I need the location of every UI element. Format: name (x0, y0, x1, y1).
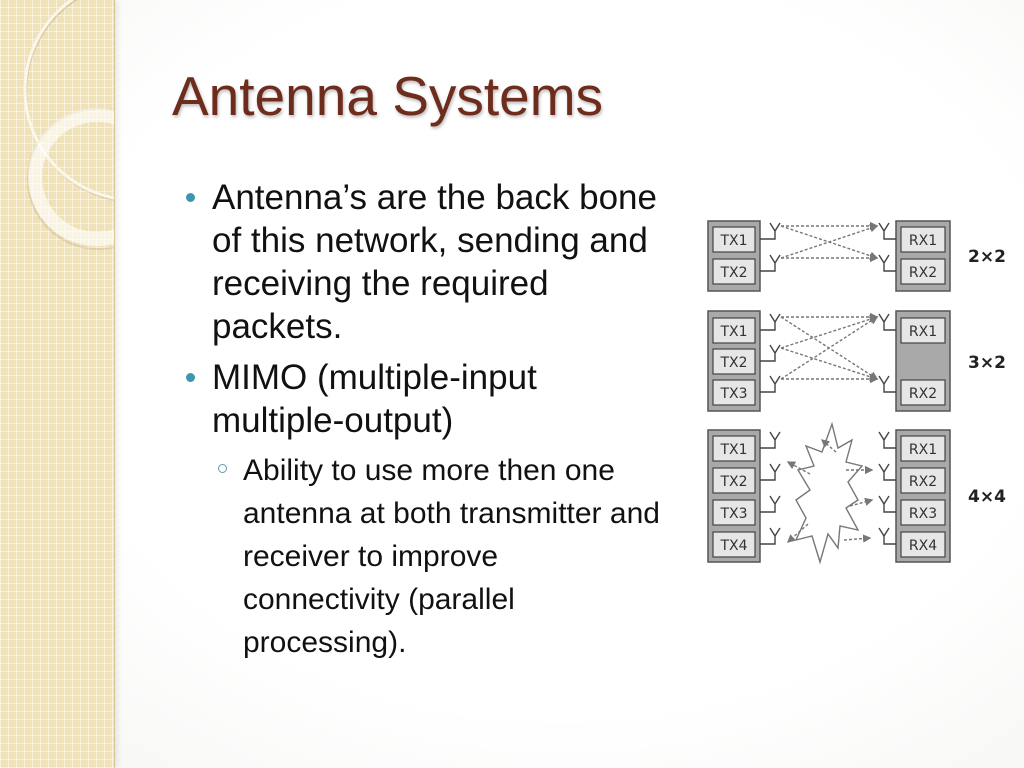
antenna-icon (760, 254, 781, 272)
rx-box (900, 379, 946, 406)
config-label: 4×4 (968, 487, 1006, 507)
antenna-icon (760, 313, 781, 331)
config-label: 2×2 (968, 247, 1006, 267)
bullet-item: Antenna’s are the back bone of this netw… (186, 176, 692, 348)
antenna-icon (878, 375, 896, 393)
signal-path-arrow (780, 224, 879, 259)
signal-path-arrow (780, 315, 879, 349)
sub-bullet-text-line: Ability to use more then one (243, 454, 615, 487)
decorative-ring (28, 108, 114, 246)
bullet-text-line: MIMO (multiple-input (212, 358, 537, 397)
multipath-scatter-burst (794, 421, 864, 565)
decorative-sidebar (0, 0, 115, 768)
signal-path-arrow (780, 316, 879, 380)
antenna-icon (760, 431, 781, 449)
tx-box (712, 317, 756, 344)
tx-box (712, 435, 756, 462)
slide-title: Antenna Systems (172, 65, 604, 127)
tx-label: TX1 (719, 233, 747, 249)
antenna-icon (760, 222, 781, 240)
tx-label: TX1 (719, 324, 747, 340)
tx-box (712, 379, 756, 406)
rx-label: RX1 (909, 442, 937, 458)
tx-box (712, 258, 756, 285)
antenna-icon (760, 463, 781, 481)
tx-label: TX2 (719, 265, 747, 281)
rx-label: RX1 (909, 324, 937, 340)
bullet-text-line: Antenna’s are the back bone (212, 178, 657, 217)
tx-label: TX2 (719, 355, 747, 371)
antenna-icon (878, 254, 896, 272)
rx-label: RX4 (909, 538, 937, 554)
sub-bullet-text-line: antenna at both transmitter and (243, 497, 660, 530)
tx-box (712, 348, 756, 375)
antenna-icon (760, 527, 781, 545)
signal-path-arrow (849, 497, 874, 507)
rx-label: RX2 (909, 386, 937, 402)
tx-label: TX3 (719, 506, 747, 522)
bullet-text-line: multiple-output) (212, 401, 454, 440)
antenna-icon (878, 313, 896, 331)
rx-box (900, 499, 946, 526)
bullet-dot-icon (186, 373, 195, 382)
bullet-text-line: packets. (212, 307, 343, 346)
rx-box (900, 317, 946, 344)
tx-label: TX3 (719, 386, 747, 402)
rx-label: RX3 (909, 506, 937, 522)
tx-box (712, 467, 756, 494)
rx-label: RX2 (909, 265, 937, 281)
antenna-icon (760, 344, 781, 362)
rx-label: RX1 (909, 233, 937, 249)
bullet-text-line: of this network, sending and (212, 221, 648, 260)
mimo-diagram: TX1TX2RX1RX22×2TX1TX2TX3RX1RX23×2TX1TX2T… (707, 220, 1006, 565)
sub-bullet-text-line: connectivity (parallel (243, 583, 515, 616)
antenna-icon (878, 527, 896, 545)
rx-box (900, 258, 946, 285)
tx-box (712, 226, 756, 253)
antenna-icon (878, 222, 896, 240)
tx-box (712, 499, 756, 526)
bullet-item: MIMO (multiple-input multiple-output) Ab… (186, 356, 692, 664)
rx-box (900, 226, 946, 253)
sub-bullet-text-line: receiver to improve (243, 540, 499, 573)
rx-box (900, 467, 946, 494)
rx-box (900, 435, 946, 462)
signal-path-arrow (786, 523, 809, 543)
tx-label: TX4 (719, 538, 747, 554)
signal-path-arrow (780, 347, 879, 381)
bullet-text-line: receiving the required (212, 264, 549, 303)
antenna-icon (878, 463, 896, 481)
decorative-circles (23, 0, 114, 250)
config-label: 3×2 (968, 353, 1006, 373)
bullet-dot-icon (186, 193, 195, 202)
signal-path-arrow (786, 461, 811, 475)
rx-label: RX2 (909, 474, 937, 490)
antenna-icon (760, 375, 781, 393)
tx-label: TX1 (719, 442, 747, 458)
antenna-icon (878, 431, 896, 449)
antenna-icon (760, 495, 781, 513)
sub-bullet-text-line: processing). (243, 626, 407, 659)
tx-label: TX2 (719, 474, 747, 490)
hollow-circle-bullet-icon (218, 464, 227, 473)
signal-path-arrow (843, 534, 872, 543)
decorative-arc (23, 0, 114, 200)
antenna-icon (878, 495, 896, 513)
rx-box (900, 531, 946, 558)
sub-bullet-item: Ability to use more then one antenna at … (218, 449, 692, 664)
signal-path-arrow (820, 439, 837, 453)
bullet-list: Antenna’s are the back bone of this netw… (186, 176, 692, 672)
tx-box (712, 531, 756, 558)
